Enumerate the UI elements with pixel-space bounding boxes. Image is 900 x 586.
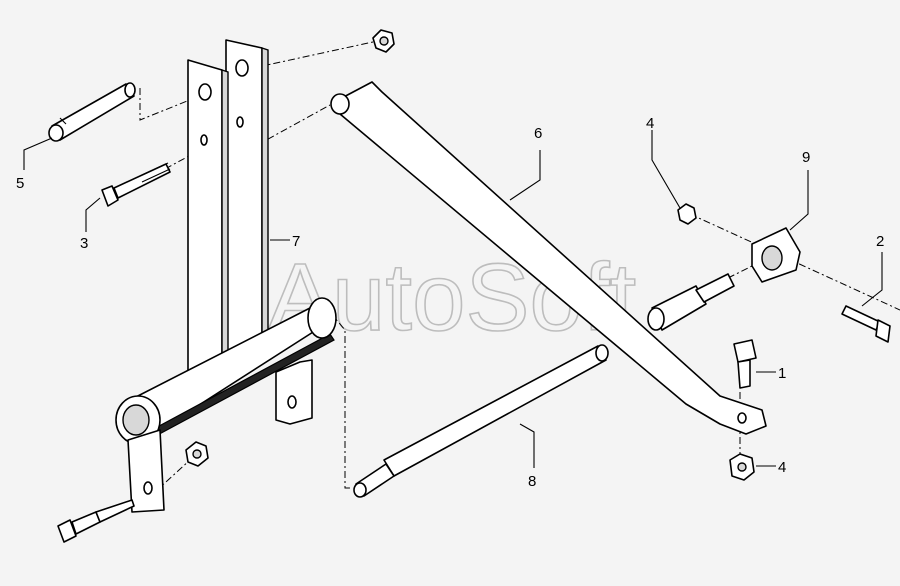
- callout-9: 9: [802, 149, 810, 166]
- part-4-nut-upper: [677, 203, 697, 225]
- part-6-strap: [330, 81, 767, 435]
- callout-4-lower: 4: [778, 459, 786, 476]
- part-3-bolt: [101, 162, 171, 207]
- part-7-frame: [115, 39, 337, 513]
- part-8-shaft: [353, 344, 609, 498]
- callout-3: 3: [80, 235, 88, 252]
- part-2-bolt: [841, 305, 891, 343]
- callout-leaders: [23, 130, 883, 468]
- bottom-left-nut: [185, 441, 209, 467]
- callout-8: 8: [528, 473, 536, 490]
- callout-4-upper: 4: [646, 115, 654, 132]
- coupling-sleeve: [647, 273, 735, 331]
- callout-2: 2: [876, 233, 884, 250]
- part-5-pin: [48, 82, 136, 142]
- part-4-nut-lower: [729, 453, 755, 481]
- part-9-clamp: [751, 227, 801, 283]
- callout-6: 6: [534, 125, 542, 142]
- part-1-bolt: [733, 339, 757, 389]
- callout-7: 7: [292, 233, 300, 250]
- top-nut: [372, 29, 395, 53]
- callout-5: 5: [16, 175, 24, 192]
- bottom-left-bolt: [57, 499, 135, 543]
- callout-1: 1: [778, 365, 786, 382]
